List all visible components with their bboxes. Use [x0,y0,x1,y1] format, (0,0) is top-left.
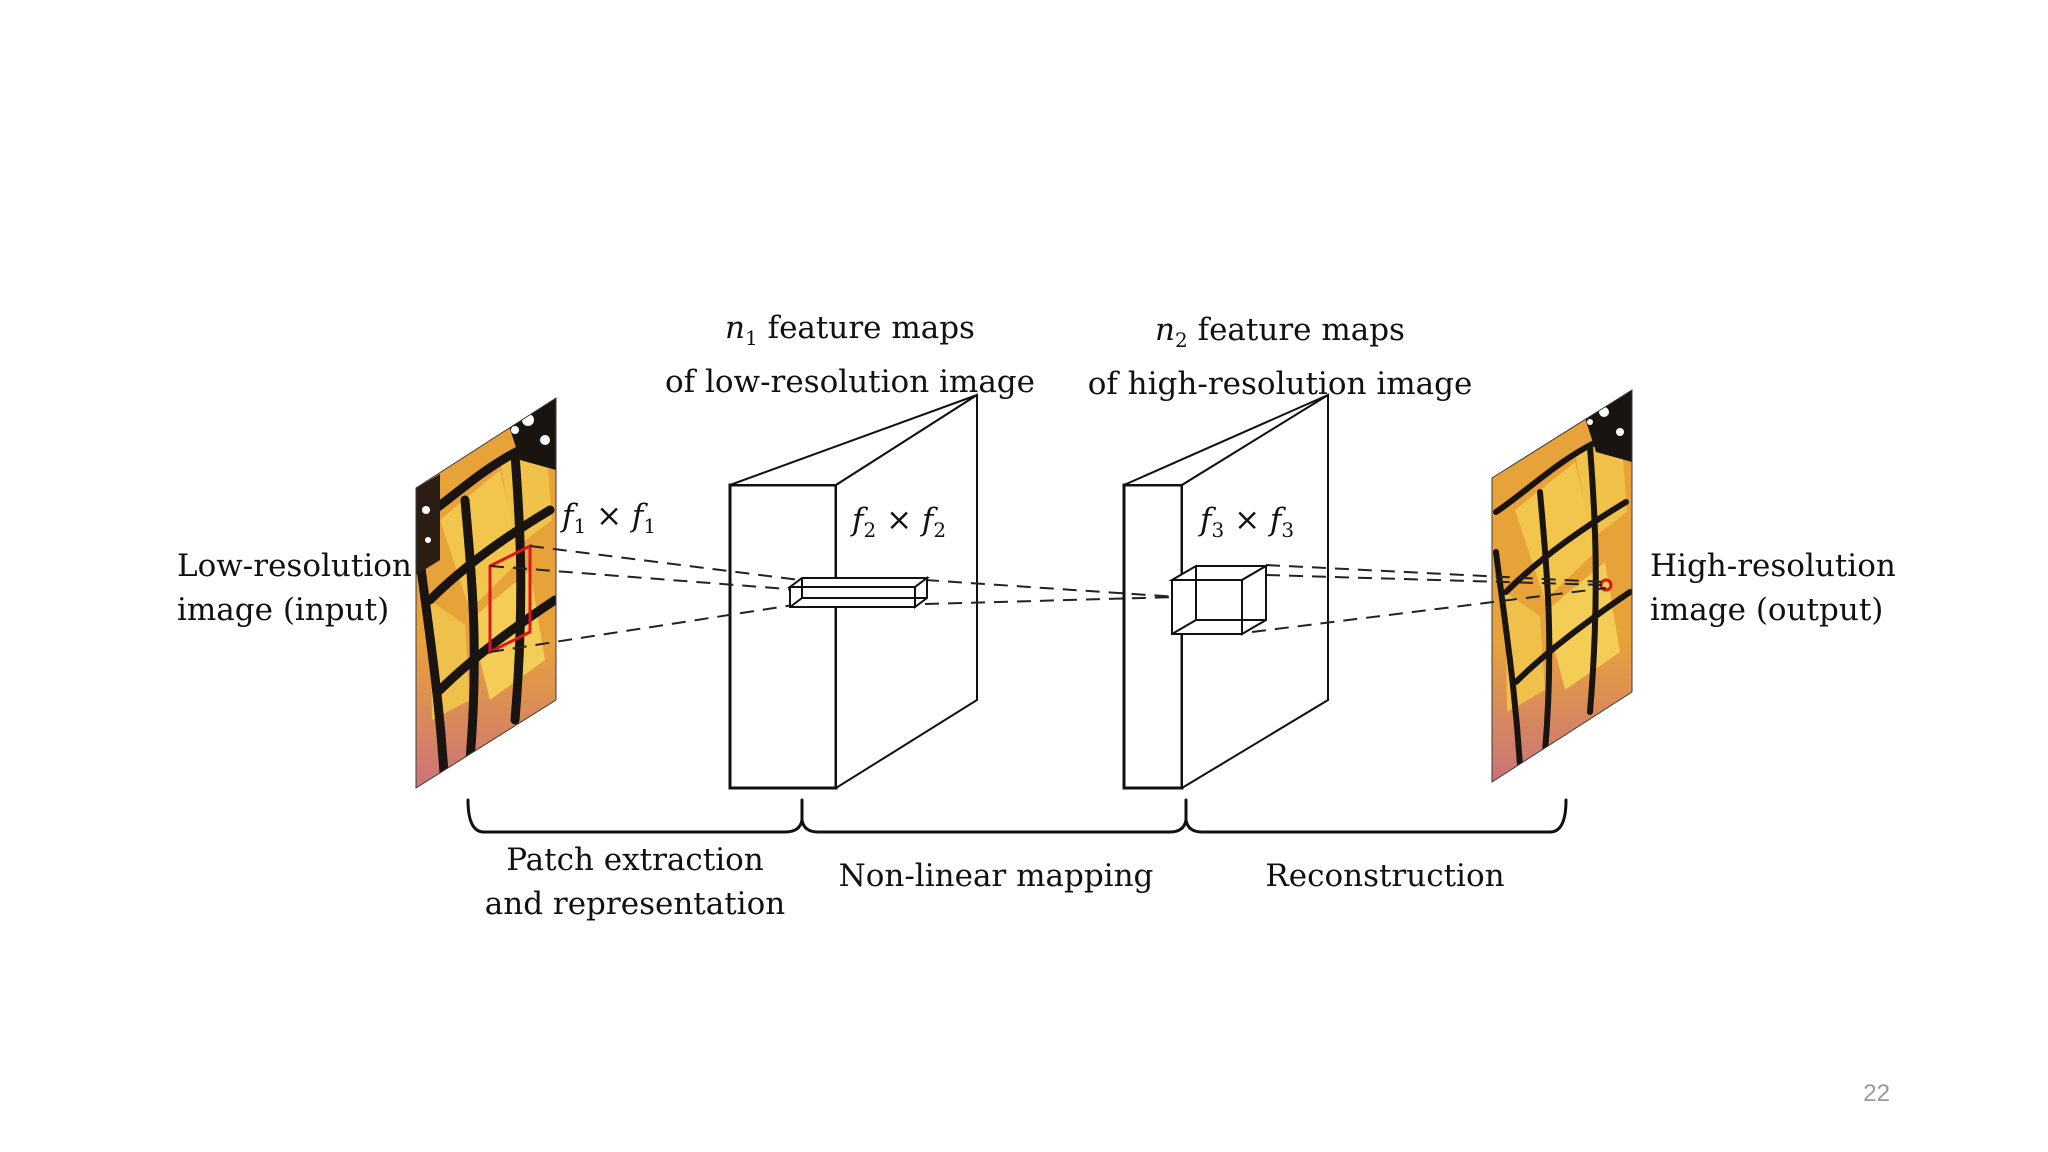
filter-size-3: f3 × f3 [1200,502,1295,543]
stage-reconstruction: Reconstruction [1265,858,1505,894]
n2-symbol: n [1155,312,1175,348]
projection-lines [489,545,1607,653]
output-label-line1: High-resolution [1650,548,1896,584]
input-image [415,397,557,789]
filter-size-1: f1 × f1 [562,498,657,539]
filter-cuboid-1 [787,576,930,609]
output-image [1491,389,1633,783]
input-patch-highlight [488,543,532,655]
stage-brace [466,798,1568,834]
output-label: High-resolution image (output) [1650,544,1896,632]
stage1-line1: Patch extraction [506,842,764,878]
filter-size-2: f2 × f2 [852,502,947,543]
n1-subscript: 1 [745,326,758,351]
n2-label-rest: feature maps [1197,312,1405,348]
output-label-line2: image (output) [1650,592,1884,628]
stage-non-linear-mapping: Non-linear mapping [838,858,1154,894]
stage-patch-extraction: Patch extraction and representation [470,838,800,926]
n2-feature-maps-label: n2 feature maps of high-resolution image [1070,308,1490,406]
input-label-line1: Low-resolution [177,548,412,584]
n1-label-line2: of low-resolution image [664,364,1036,401]
n2-subscript: 2 [1175,328,1188,353]
feature-maps-block-1 [728,393,978,790]
n2-label-line2: of high-resolution image [1087,366,1473,403]
page-number: 22 [1863,1080,1890,1107]
input-label-line2: image (input) [177,592,390,628]
stage1-line2: and representation [484,886,786,922]
n1-feature-maps-label: n1 feature maps of low-resolution image [650,306,1050,404]
input-label: Low-resolution image (input) [177,544,412,632]
n1-symbol: n [725,310,745,346]
filter-cube-2 [1168,564,1270,636]
n1-label-rest: feature maps [767,310,975,346]
